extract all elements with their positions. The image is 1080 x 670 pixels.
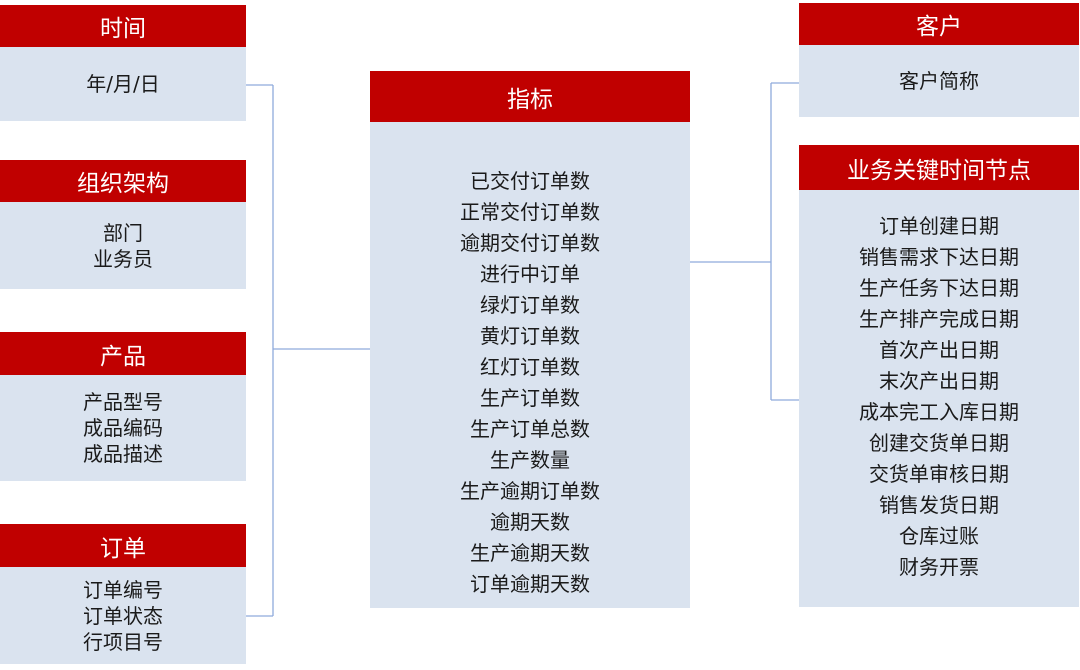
- time-item: 年/月/日: [86, 72, 160, 96]
- order-box-body: 订单编号 订单状态 行项目号: [0, 567, 246, 664]
- metric-item: 生产逾期天数: [470, 541, 590, 565]
- metric-item: 绿灯订单数: [480, 293, 580, 317]
- milestone-item: 仓库过账: [899, 524, 979, 548]
- milestone-item: 生产任务下达日期: [859, 276, 1019, 300]
- milestone-item: 创建交货单日期: [869, 431, 1009, 455]
- product-item-model: 产品型号: [83, 390, 163, 414]
- metric-item: 红灯订单数: [480, 355, 580, 379]
- milestones-box-body: 订单创建日期 销售需求下达日期 生产任务下达日期 生产排产完成日期 首次产出日期…: [799, 190, 1079, 607]
- milestone-item: 生产排产完成日期: [859, 307, 1019, 331]
- customer-box-body: 客户简称: [799, 45, 1079, 117]
- order-item-status: 订单状态: [83, 603, 163, 628]
- milestone-item: 销售发货日期: [879, 493, 999, 517]
- milestone-item: 销售需求下达日期: [859, 245, 1019, 269]
- time-box-body: 年/月/日: [0, 47, 246, 121]
- order-item-line: 行项目号: [83, 629, 163, 654]
- product-box-body: 产品型号 成品编码 成品描述: [0, 375, 246, 481]
- milestones-box-title: 业务关键时间节点: [799, 145, 1079, 190]
- product-box: 产品 产品型号 成品编码 成品描述: [0, 332, 246, 481]
- metric-item: 逾期交付订单数: [460, 231, 600, 255]
- product-item-description: 成品描述: [83, 442, 163, 466]
- time-box: 时间 年/月/日: [0, 5, 246, 121]
- milestone-item: 财务开票: [899, 555, 979, 579]
- product-box-title: 产品: [0, 332, 246, 375]
- milestone-item: 交货单审核日期: [869, 462, 1009, 486]
- organization-item-salesperson: 业务员: [93, 246, 153, 271]
- metrics-box-body: 已交付订单数 正常交付订单数 逾期交付订单数 进行中订单 绿灯订单数 黄灯订单数…: [370, 122, 690, 608]
- time-box-title: 时间: [0, 5, 246, 47]
- metric-item: 正常交付订单数: [460, 200, 600, 224]
- metric-item: 黄灯订单数: [480, 324, 580, 348]
- metric-item: 逾期天数: [490, 510, 570, 534]
- customer-box: 客户 客户简称: [799, 3, 1079, 117]
- metric-item: 订单逾期天数: [470, 572, 590, 596]
- metric-item: 已交付订单数: [470, 169, 590, 193]
- organization-item-department: 部门: [103, 220, 143, 245]
- product-item-code: 成品编码: [83, 416, 163, 440]
- order-box-title: 订单: [0, 524, 246, 567]
- metric-item: 生产订单数: [480, 386, 580, 410]
- order-box: 订单 订单编号 订单状态 行项目号: [0, 524, 246, 664]
- organization-box-title: 组织架构: [0, 160, 246, 202]
- milestone-item: 首次产出日期: [879, 338, 999, 362]
- organization-box: 组织架构 部门 业务员: [0, 160, 246, 289]
- customer-item-short-name: 客户简称: [899, 69, 979, 93]
- organization-box-body: 部门 业务员: [0, 202, 246, 289]
- customer-box-title: 客户: [799, 3, 1079, 45]
- milestone-item: 成本完工入库日期: [859, 400, 1019, 424]
- metric-item: 生产数量: [490, 448, 570, 472]
- order-item-number: 订单编号: [83, 577, 163, 602]
- milestones-box: 业务关键时间节点 订单创建日期 销售需求下达日期 生产任务下达日期 生产排产完成…: [799, 145, 1079, 607]
- milestone-item: 末次产出日期: [879, 369, 999, 393]
- metrics-box-title: 指标: [370, 71, 690, 122]
- metric-item: 生产逾期订单数: [460, 479, 600, 503]
- metric-item: 生产订单总数: [470, 417, 590, 441]
- milestone-item: 订单创建日期: [879, 214, 999, 238]
- metric-item: 进行中订单: [480, 262, 580, 286]
- metrics-box: 指标 已交付订单数 正常交付订单数 逾期交付订单数 进行中订单 绿灯订单数 黄灯…: [370, 71, 690, 608]
